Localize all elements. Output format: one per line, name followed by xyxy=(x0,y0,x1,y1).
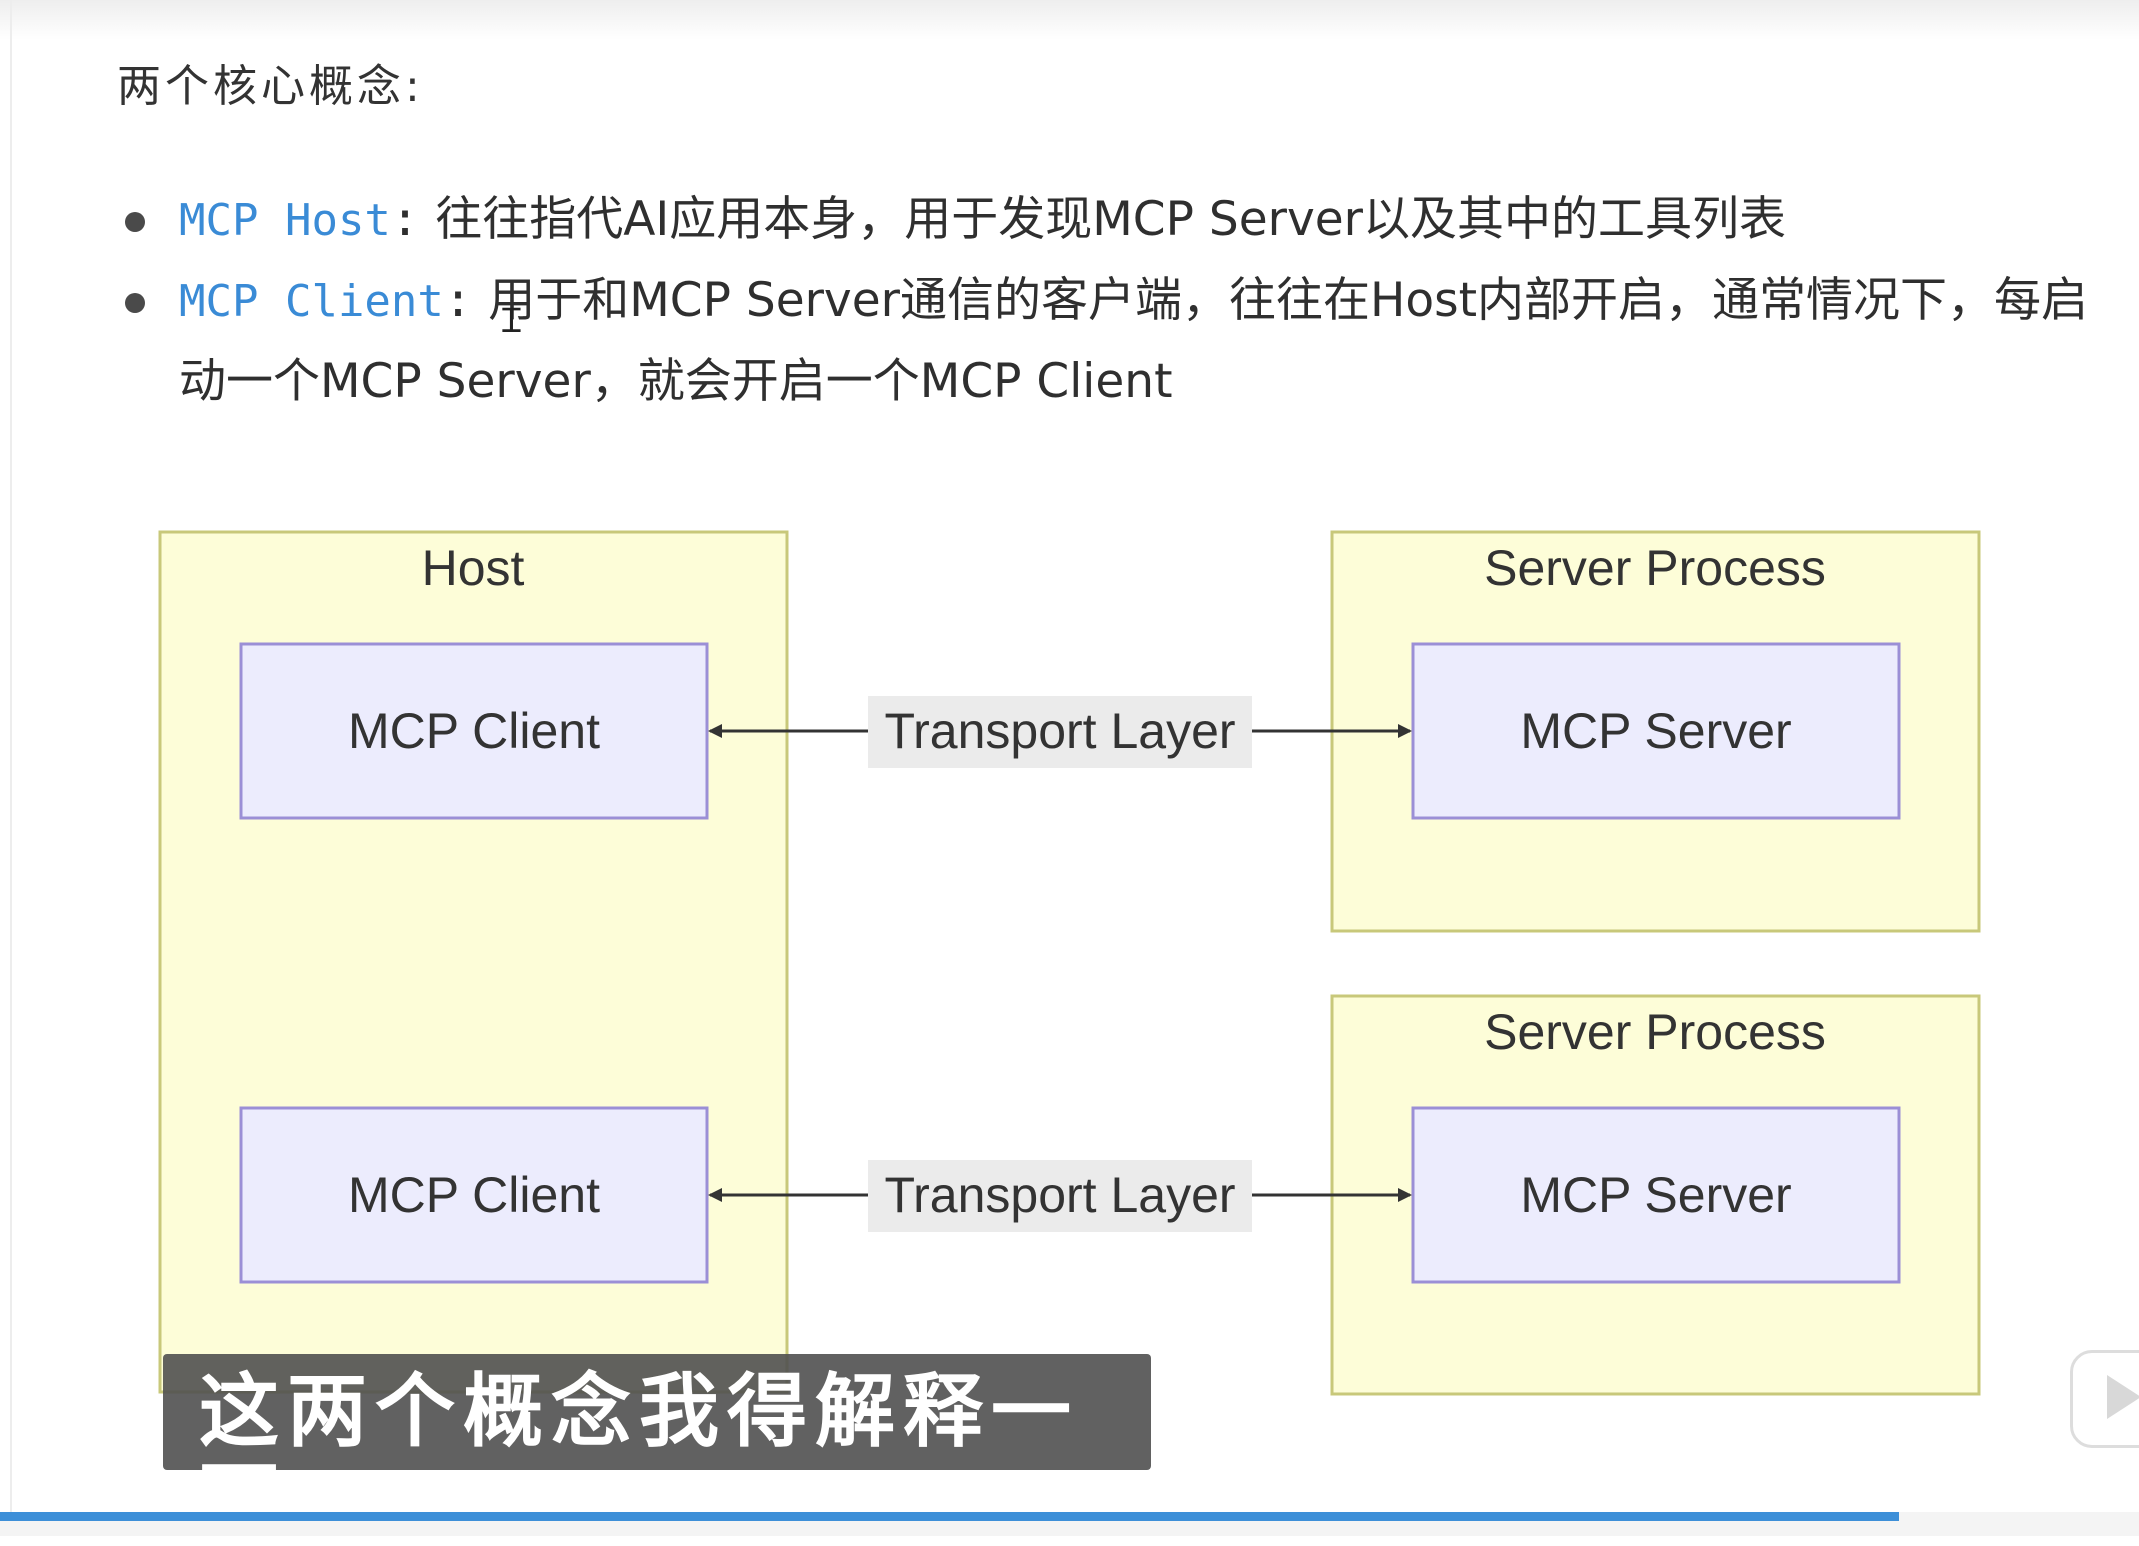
term-colon: : xyxy=(443,273,473,328)
mcp-server-label: MCP Server xyxy=(1520,1167,1791,1223)
top-shade xyxy=(0,0,2139,40)
video-subtitle-box: 这两个概念我得解释一下 xyxy=(163,1354,1151,1544)
video-progress-fill xyxy=(0,1512,1900,1521)
mcp-client-node xyxy=(239,1106,709,1284)
server-process-title: Server Process xyxy=(1484,540,1826,596)
transport-label: Transport Layer xyxy=(884,703,1235,759)
mcp-server-label: MCP Server xyxy=(1520,703,1791,759)
bullet-dot xyxy=(125,293,145,313)
list-item-mcp-host: MCP Host: 往往指代AI应用本身，用于发现MCP Server以及其中的工… xyxy=(117,180,2117,261)
play-icon xyxy=(2107,1375,2139,1419)
left-margin-rule xyxy=(10,0,12,1520)
play-button[interactable] xyxy=(2070,1350,2139,1448)
term-colon: : xyxy=(390,192,420,247)
list-item-mcp-client: MCP Client:用于和MCP Server通信的客户端，往往在Host内部… xyxy=(117,261,2117,422)
mcp-client-label: MCP Client xyxy=(348,1167,600,1223)
server-process-title: Server Process xyxy=(1484,1004,1826,1060)
transport-label: Transport Layer xyxy=(884,1167,1235,1223)
video-progress-bar[interactable] xyxy=(0,1512,2139,1536)
bullet-dot xyxy=(125,212,145,232)
mcp-client-node xyxy=(239,642,709,820)
mcp-client-label: MCP Client xyxy=(348,703,600,759)
transport-label-bg xyxy=(868,696,1252,768)
list-item-text: 往往指代AI应用本身，用于发现MCP Server以及其中的工具列表 xyxy=(435,192,1787,247)
inline-code-term: MCP Host xyxy=(179,195,391,246)
host-title: Host xyxy=(422,540,525,596)
inline-code-term: MCP Client xyxy=(179,276,444,327)
text-cursor-icon: Ɪ xyxy=(502,301,521,341)
concept-list: MCP Host: 往往指代AI应用本身，用于发现MCP Server以及其中的工… xyxy=(117,180,2117,422)
mcp-server-node xyxy=(1411,642,1901,820)
list-item-text: 用于和MCP Server通信的客户端，往往在Host内部开启，通常情况下，每启… xyxy=(179,273,2088,409)
transport-label-bg xyxy=(868,1160,1252,1232)
mcp-server-node xyxy=(1411,1106,1901,1284)
section-heading: 两个核心概念: xyxy=(117,61,424,112)
